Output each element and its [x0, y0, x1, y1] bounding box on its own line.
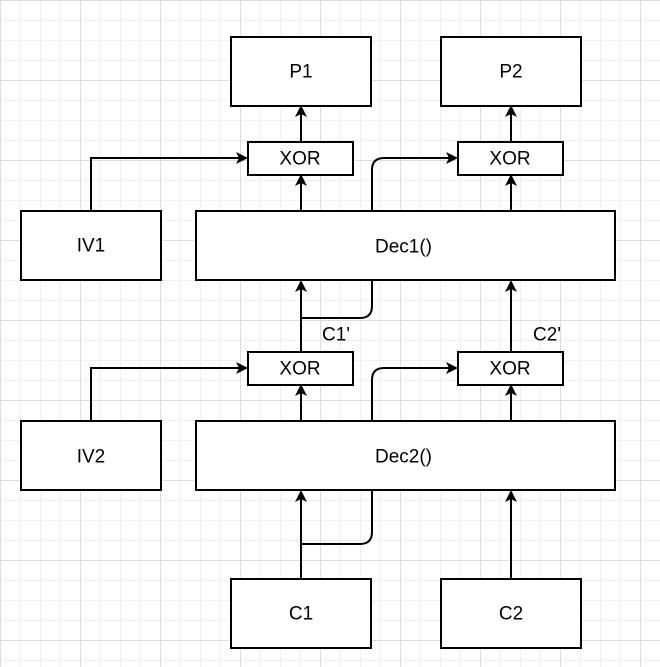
c2-box: C2 — [440, 578, 582, 649]
c2-label: C2 — [499, 604, 523, 625]
c1-label: C1 — [289, 604, 313, 625]
iv1-label: IV1 — [77, 236, 106, 257]
xor-label: XOR — [489, 359, 530, 380]
dec2-box: Dec2() — [195, 420, 616, 491]
dec1-box: Dec1() — [195, 210, 616, 281]
c2-prime-label: C2' — [533, 325, 561, 346]
iv2-label: IV2 — [77, 447, 106, 468]
xor-label: XOR — [279, 359, 320, 380]
iv1-box: IV1 — [20, 210, 162, 281]
p2-box: P2 — [440, 36, 582, 107]
xor-p1-box: XOR — [247, 141, 354, 176]
xor-c1prime-box: XOR — [247, 351, 354, 386]
xor-p2-box: XOR — [457, 141, 564, 176]
iv2-box: IV2 — [20, 420, 162, 491]
xor-label: XOR — [279, 149, 320, 170]
p1-label: P1 — [289, 62, 312, 83]
xor-label: XOR — [489, 149, 530, 170]
xor-c2prime-box: XOR — [457, 351, 564, 386]
arrow-iv1-to-xor — [90, 152, 248, 210]
c1-box: C1 — [230, 578, 372, 649]
c1-prime-label: C1' — [322, 325, 350, 346]
p1-box: P1 — [230, 36, 372, 107]
dec2-label: Dec2() — [375, 447, 432, 468]
connector-group — [90, 105, 517, 578]
p2-label: P2 — [499, 62, 522, 83]
dec1-label: Dec1() — [375, 237, 432, 258]
arrow-iv2-to-xor — [90, 362, 248, 420]
